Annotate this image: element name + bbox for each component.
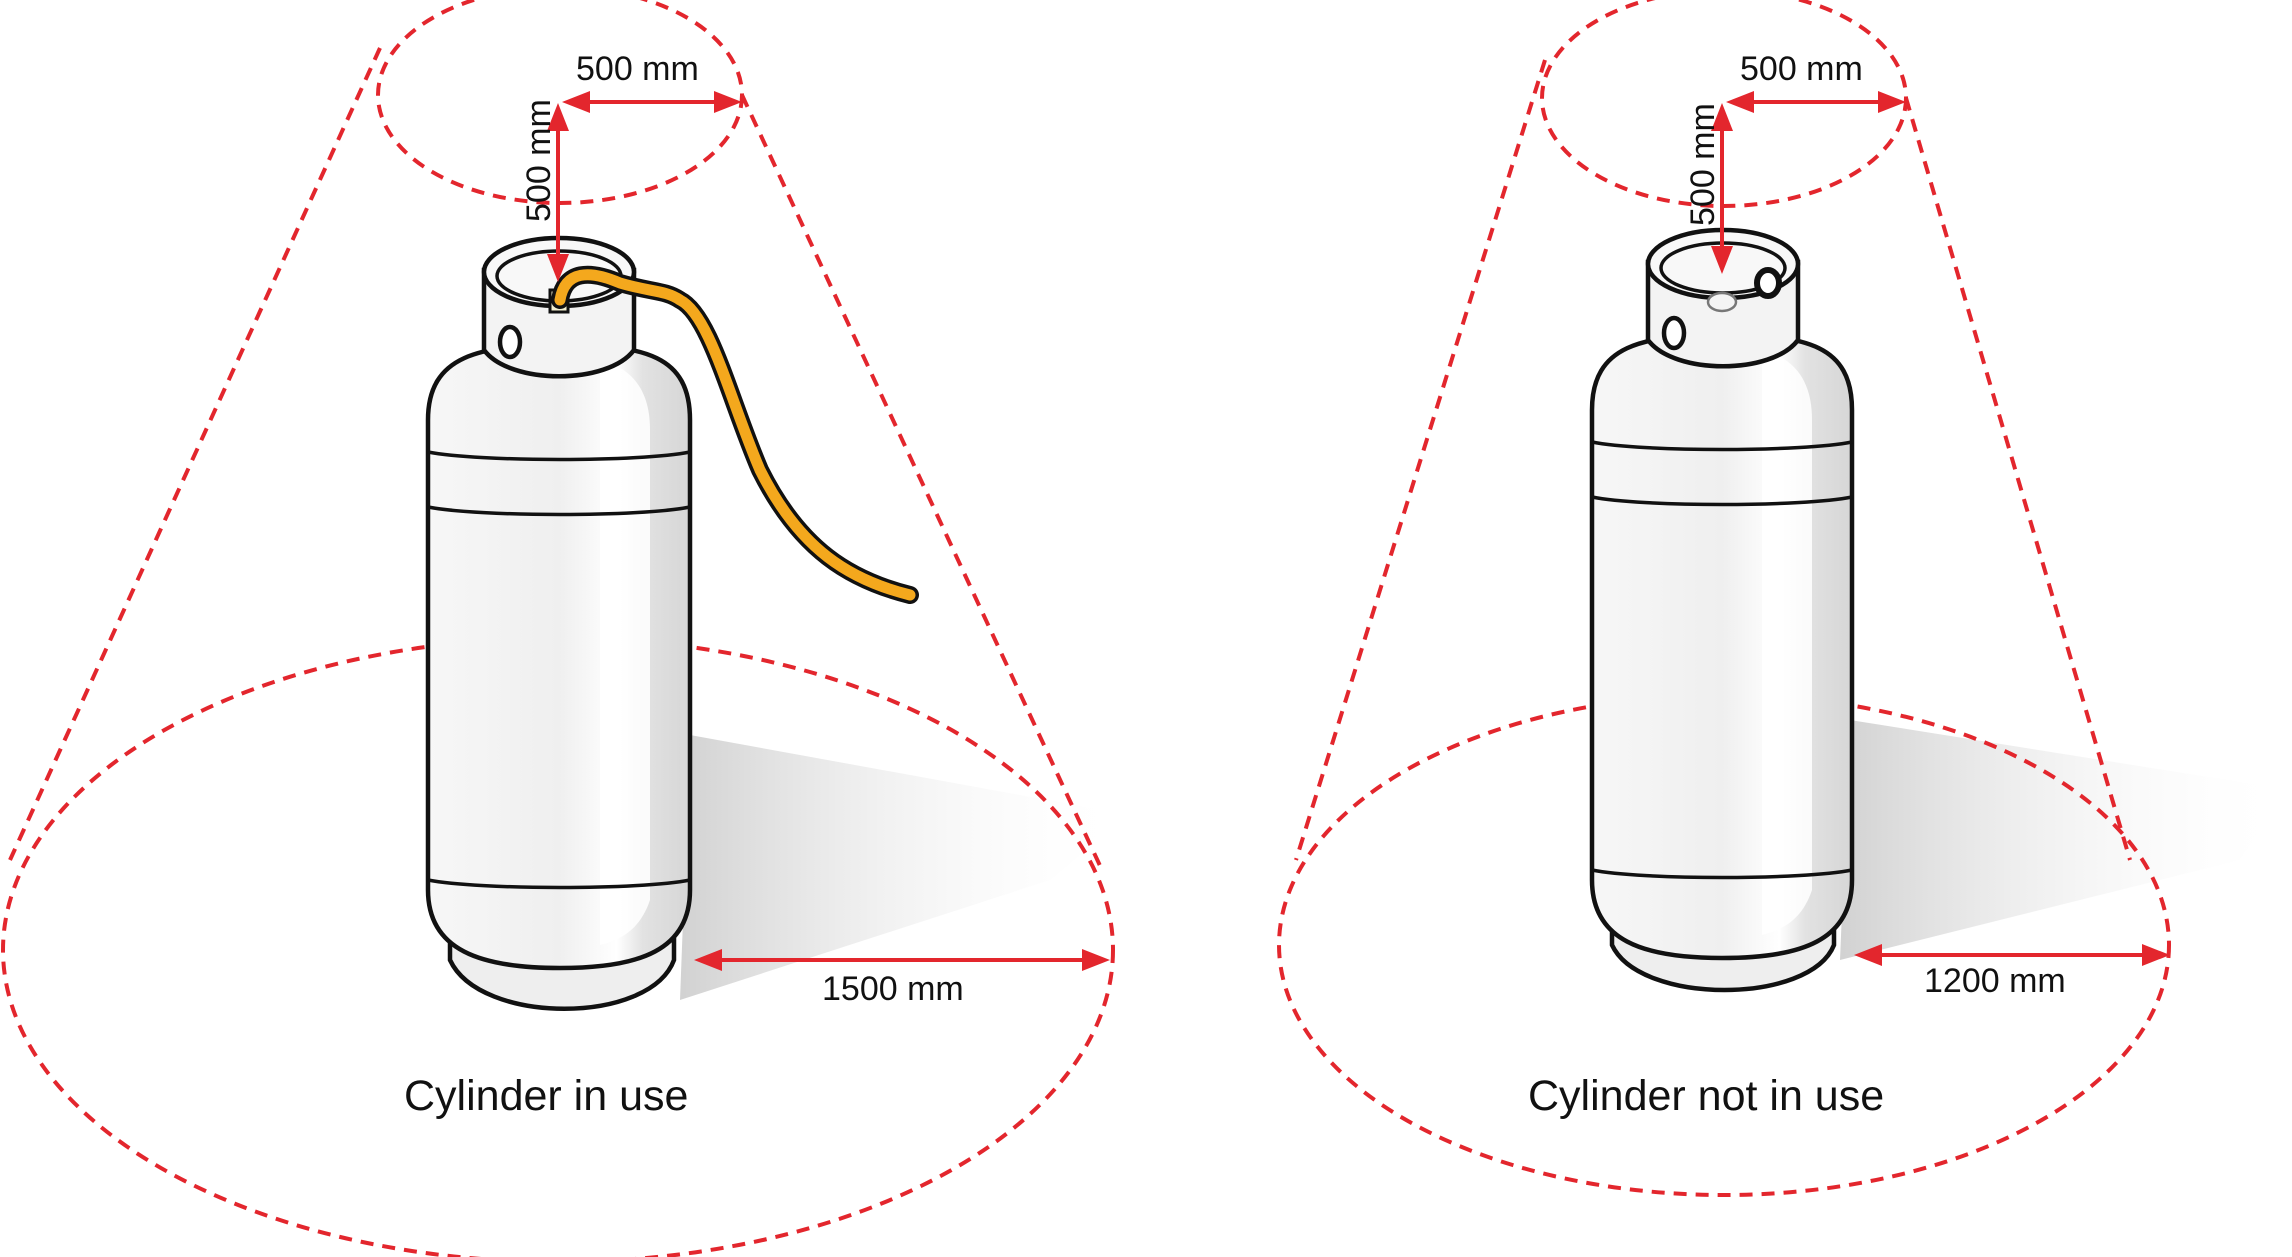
cone-left-edge [1294,59,1547,861]
top-vertical-dimension [547,103,569,282]
top-horizontal-dimension [1726,91,1906,113]
cylinder-body [425,342,693,971]
panel-caption: Cylinder in use [404,1072,688,1120]
cylinder-band-upper [1591,440,1853,452]
panel-caption: Cylinder not in use [1528,1072,1884,1120]
cylinder-highlight [1762,350,1812,935]
cylinder-band-upper-2 [1591,495,1853,507]
top-vertical-dimension [1711,103,1733,274]
base-clearance-label: 1500 mm [822,970,964,1008]
cylinder-band-upper [427,450,691,462]
top-horizontal-dimension [562,91,742,113]
gas-cylinder [425,235,693,1011]
collar-hole [497,324,523,360]
gas-cylinder [1589,227,1855,993]
floor-shadow [680,735,1130,1000]
cone-left-edge [8,47,382,861]
top-horizontal-label: 500 mm [1740,50,1863,88]
collar-hole [1661,315,1687,351]
base-clearance-ellipse [1277,693,2171,1197]
cylinder-band-upper-2 [427,505,691,517]
base-clearance-dimension [1854,944,2170,966]
valve-cap [1706,291,1738,313]
top-vertical-label: 500 mm [1684,103,1722,226]
panel-cylinder-in-use: 500 mm 500 mm 1500 mm Cylinder in use [1,0,1130,1257]
base-clearance-dimension [694,949,1110,971]
cylinder-band-lower [427,878,691,890]
top-horizontal-label: 500 mm [576,50,699,88]
cylinder-body [1589,332,1855,961]
top-vertical-label: 500 mm [520,99,558,222]
outlet-ring [1754,267,1782,299]
panel-cylinder-not-in-use: 500 mm 500 mm 1200 mm Cylinder not in us… [1277,0,2290,1197]
cone-right-edge [740,94,1104,871]
cylinder-highlight [600,360,650,945]
base-clearance-ellipse [1,636,1115,1257]
cone-right-edge [1904,97,2132,861]
gas-hose [551,265,919,604]
base-clearance-label: 1200 mm [1924,962,2066,1000]
floor-shadow [1840,720,2290,960]
cylinder-band-lower [1591,868,1853,880]
